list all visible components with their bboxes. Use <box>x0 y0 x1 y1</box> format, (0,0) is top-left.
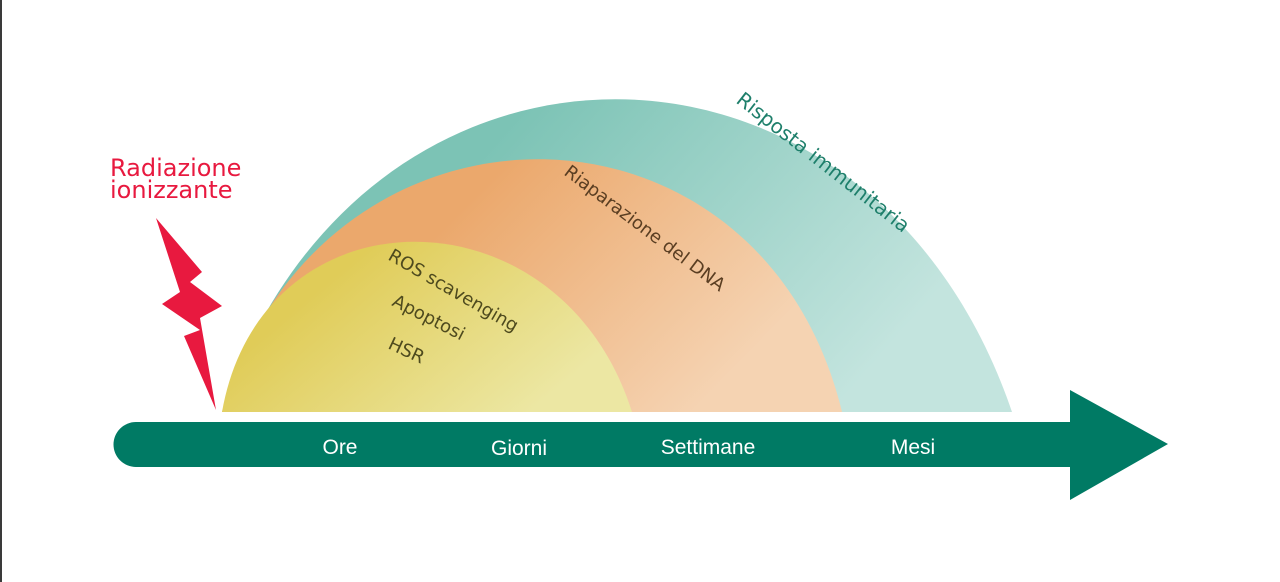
lightning-bolt-icon <box>156 218 222 410</box>
ionizing-radiation-label-line1: Radiazione <box>110 154 241 182</box>
timeline-label-hours: Ore <box>322 436 357 459</box>
early-response-arc <box>222 241 632 412</box>
left-border <box>0 0 2 582</box>
timeline-label-months: Mesi <box>891 436 935 459</box>
timeline-label-days: Giorni <box>491 437 547 460</box>
timeline-arrow <box>113 390 1168 500</box>
timeline-label-weeks: Settimane <box>661 436 756 459</box>
ionizing-radiation-label-line2: ionizzante <box>110 176 233 204</box>
